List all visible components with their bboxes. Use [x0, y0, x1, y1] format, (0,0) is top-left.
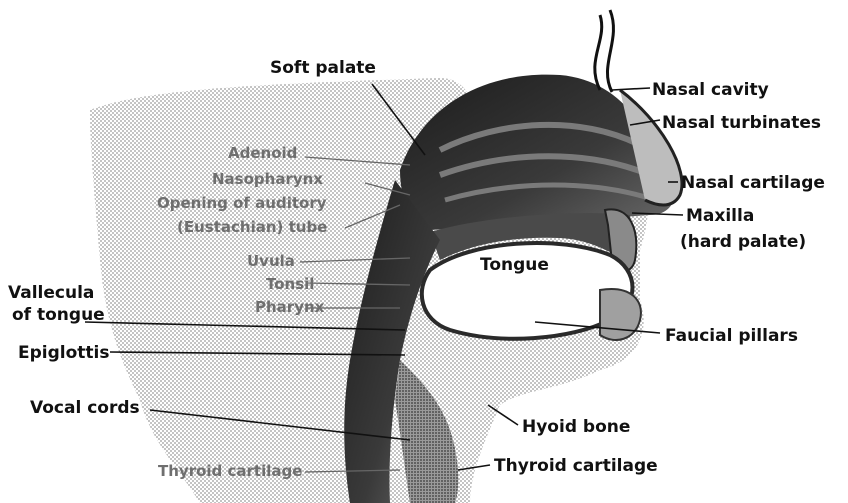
- label-hard-palate: (hard palate): [680, 232, 806, 252]
- label-nasal-cavity: Nasal cavity: [652, 80, 769, 100]
- label-thyroid-cartilage-front: Thyroid cartilage: [494, 456, 658, 476]
- label-tongue: Tongue: [480, 255, 549, 275]
- label-faucial-pillars: Faucial pillars: [665, 326, 798, 346]
- label-tonsil: Tonsil: [266, 275, 314, 293]
- nasal-cavity-leader: [612, 88, 650, 90]
- label-hyoid-bone: Hyoid bone: [522, 417, 630, 437]
- label-auditory-line1: Opening of auditory: [157, 194, 327, 212]
- label-nasal-turbinates: Nasal turbinates: [662, 113, 821, 133]
- label-maxilla: Maxilla: [686, 206, 754, 226]
- label-uvula: Uvula: [247, 252, 295, 270]
- label-pharynx: Pharynx: [255, 298, 325, 316]
- label-vocal-cords: Vocal cords: [30, 398, 140, 418]
- label-epiglottis: Epiglottis: [18, 343, 109, 363]
- label-thyroid-cartilage-back: Thyroid cartilage: [158, 462, 302, 480]
- label-auditory-line2: (Eustachian) tube: [177, 218, 327, 236]
- nasal-tube-1: [595, 15, 602, 90]
- nasal-tube-2: [607, 10, 613, 92]
- label-vallecula-line2: of tongue: [12, 305, 105, 325]
- label-nasal-cartilage: Nasal cartilage: [681, 173, 825, 193]
- label-soft-palate: Soft palate: [270, 58, 376, 78]
- label-nasopharynx: Nasopharynx: [212, 170, 323, 188]
- label-vallecula-line1: Vallecula: [8, 283, 94, 303]
- label-adenoid: Adenoid: [228, 144, 297, 162]
- lower-jaw-shape: [600, 289, 641, 340]
